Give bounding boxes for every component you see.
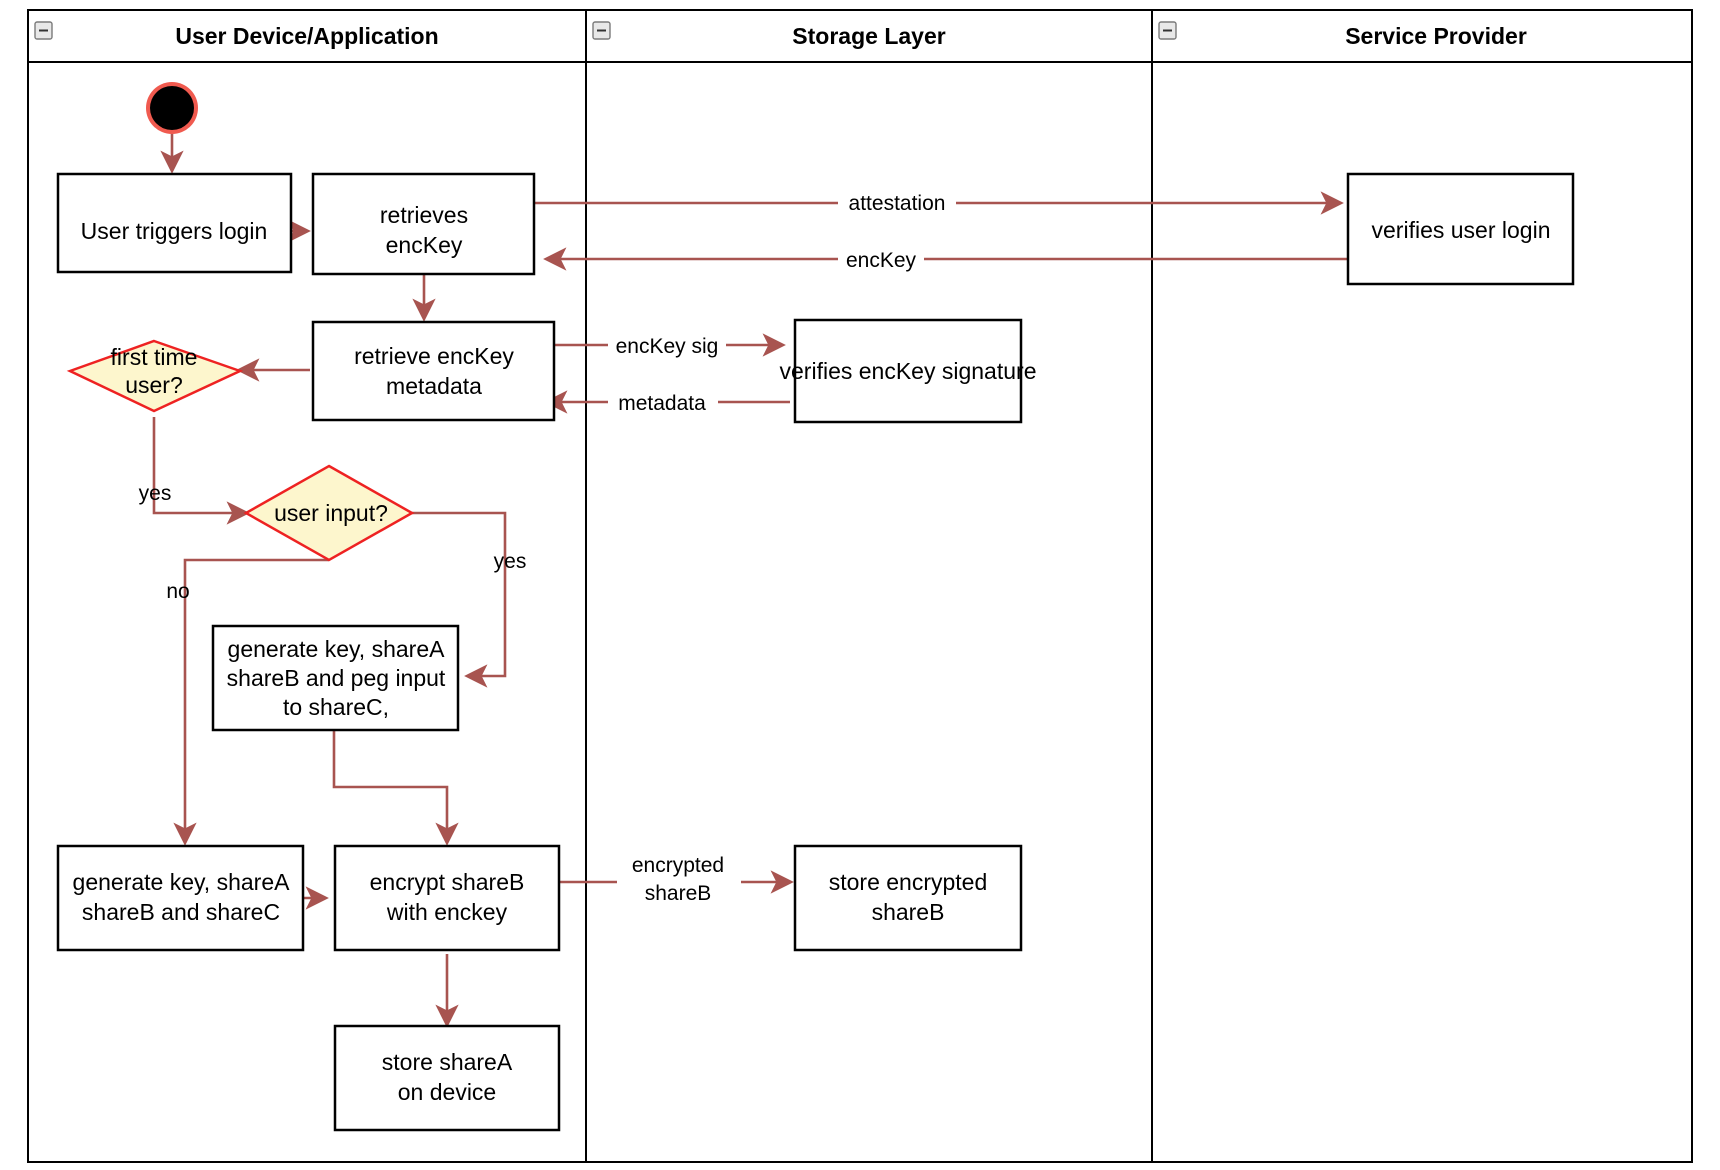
edge-userinput-no: [173, 558, 329, 846]
node-label: verifies encKey signature: [780, 358, 1037, 384]
node-label: to shareC,: [283, 694, 389, 720]
node-label: User triggers login: [81, 218, 268, 244]
decision-label: user?: [125, 372, 183, 398]
lane-title-user-device: User Device/Application: [175, 23, 438, 49]
edge-peg-to-encrypt: [332, 730, 459, 846]
edge-label-first-time-yes: yes: [139, 482, 172, 505]
edge-label-user-input-no: no: [166, 580, 189, 603]
edge-label-bg: [838, 191, 956, 216]
node-label: retrieve encKey: [354, 343, 514, 369]
node-verifies-enckey-signature[interactable]: verifies encKey signature: [780, 318, 1037, 424]
node-label: shareB and shareC: [82, 899, 280, 925]
node-label: shareB and peg input: [227, 665, 446, 691]
node-label: store encrypted: [829, 869, 988, 895]
lane-body-storage-layer: [585, 9, 1153, 1163]
node-generate-key-peg[interactable]: generate key, shareA shareB and peg inpu…: [211, 624, 460, 732]
edge-label-encrypted-1: encrypted: [632, 854, 724, 877]
node-retrieve-enckey-metadata[interactable]: retrieve encKey metadata: [311, 320, 556, 422]
node-label: with enckey: [386, 899, 508, 925]
lane-header-user-device[interactable]: [27, 9, 587, 63]
node-store-sharea-on-device[interactable]: store shareA on device: [333, 1024, 561, 1132]
decision-first-time-user[interactable]: first time user?: [66, 339, 244, 413]
initial-node[interactable]: [146, 82, 198, 134]
edge-userinput-yes: [412, 511, 507, 688]
decision-label: first time: [111, 344, 198, 370]
edge-label-bg: [838, 248, 924, 273]
node-verifies-user-login[interactable]: verifies user login: [1346, 172, 1575, 286]
collapse-minus-icon[interactable]: [34, 21, 53, 40]
node-label: store shareA: [382, 1049, 513, 1075]
node-retrieves-enckey[interactable]: retrieves encKey: [311, 172, 536, 276]
node-label: shareB: [872, 899, 945, 925]
edge-label-attestation: attestation: [849, 192, 946, 215]
lane-title-service-provider: Service Provider: [1345, 23, 1527, 49]
lane-title-storage-layer: Storage Layer: [792, 23, 945, 49]
lane-header-service-provider[interactable]: [1151, 9, 1693, 63]
collapse-minus-icon[interactable]: [1158, 21, 1177, 40]
node-label: verifies user login: [1372, 217, 1551, 243]
edge-label-enckey-sig: encKey sig: [616, 335, 719, 358]
node-user-triggers-login[interactable]: User triggers login: [56, 172, 293, 274]
edge-firsttime-yes: [152, 417, 250, 525]
node-label: encKey: [386, 232, 463, 258]
edge-label-metadata: metadata: [618, 392, 706, 415]
node-store-encrypted-shareb[interactable]: store encrypted shareB: [793, 844, 1023, 952]
node-label: on device: [398, 1079, 496, 1105]
collapse-minus-icon[interactable]: [592, 21, 611, 40]
edge-label-bg: [608, 334, 726, 359]
edge-label-enckey: encKey: [846, 249, 917, 272]
edge-label-bg: [608, 391, 718, 416]
node-label: metadata: [386, 373, 482, 399]
swimlane-storage-layer[interactable]: Storage Layer: [585, 9, 1153, 1163]
decision-label: user input?: [274, 500, 388, 526]
node-generate-key-abc[interactable]: generate key, shareA shareB and shareC: [56, 844, 305, 952]
edge-label-encrypted-2: shareB: [645, 882, 712, 905]
edge-label-bg: [617, 845, 741, 901]
edge-label-user-input-yes: yes: [494, 550, 527, 573]
node-label: retrieves: [380, 202, 468, 228]
decision-user-input[interactable]: user input?: [243, 464, 415, 562]
lane-header-storage-layer[interactable]: [585, 9, 1153, 63]
node-label: generate key, shareA: [73, 869, 291, 895]
node-label: generate key, shareA: [228, 636, 446, 662]
node-label: encrypt shareB: [370, 869, 525, 895]
node-encrypt-shareb[interactable]: encrypt shareB with enckey: [333, 844, 561, 952]
